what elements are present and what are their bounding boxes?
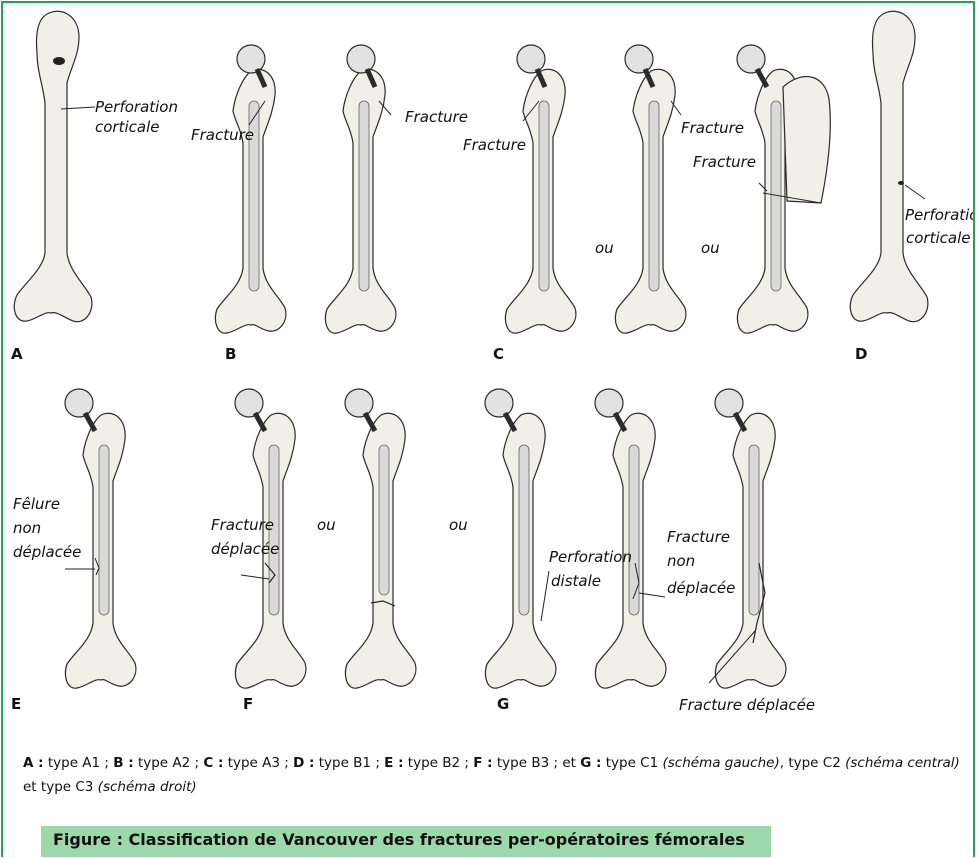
bone-c-right — [737, 45, 830, 333]
legend-b-key: B : — [113, 755, 133, 771]
bone-f-right — [345, 389, 416, 688]
annot-fg-ou: ou — [449, 516, 468, 534]
annot-g-fracture-2: non — [667, 552, 695, 570]
legend-a-val: type A1 — [48, 755, 100, 771]
figure-title-box: Figure : Classification de Vancouver des… — [41, 826, 771, 857]
legend-g-val1: type C1 — [606, 755, 658, 771]
legend-et: et — [562, 755, 576, 771]
annot-g-perforation-1: Perforation — [549, 548, 632, 566]
legend-g-key: G : — [580, 755, 601, 771]
panel-label-g: G — [497, 695, 509, 713]
legend-g-val2: type C2 — [788, 755, 840, 771]
annot-e-felure-1: Fêlure — [13, 495, 60, 513]
annot-c-ou-2: ou — [701, 239, 720, 257]
bone-b-left — [215, 45, 285, 333]
annot-d-perforation-1: Perforation — [905, 206, 975, 224]
legend-c-key: C : — [203, 755, 223, 771]
legend-b-val: type A2 — [138, 755, 190, 771]
bone-g-left — [485, 389, 556, 688]
legend-g-note2: (schéma central) — [845, 755, 960, 771]
legend-g-val3: type C3 — [41, 779, 93, 795]
legend-d-key: D : — [293, 755, 314, 771]
legend-g-note1: (schéma gauche) — [662, 755, 779, 771]
legend-f-val: type B3 — [497, 755, 549, 771]
bone-e — [65, 389, 136, 688]
annot-g-fracture-deplacee: Fracture déplacée — [679, 696, 815, 714]
annot-c-fracture-1: Fracture — [463, 136, 526, 154]
legend-f-key: F : — [473, 755, 492, 771]
bone-b-right — [325, 45, 395, 333]
bone-a — [14, 11, 92, 321]
annot-b-fracture-right: Fracture — [405, 108, 468, 126]
annot-g-fracture-1: Fracture — [667, 528, 730, 546]
annot-g-perforation-2: distale — [551, 572, 601, 590]
bone-c-left — [505, 45, 575, 333]
annot-a-perforation-2: corticale — [95, 118, 159, 136]
legend-c-val: type A3 — [228, 755, 280, 771]
bone-f-left — [235, 389, 306, 688]
panel-label-e: E — [11, 695, 21, 713]
legend-e-val: type B2 — [408, 755, 460, 771]
legend-caption: A : type A1 ; B : type A2 ; C : type A3 … — [23, 751, 963, 799]
legend-g-and: et — [23, 779, 37, 795]
legend-d-val: type B1 — [319, 755, 371, 771]
figure-title: Figure : Classification de Vancouver des… — [53, 830, 745, 849]
annot-c-ou-1: ou — [595, 239, 614, 257]
legend-e-key: E : — [384, 755, 403, 771]
panel-label-c: C — [493, 345, 504, 363]
bone-g-middle — [595, 389, 666, 688]
annot-f-fracture-2: déplacée — [211, 540, 279, 558]
panel-label-d: D — [855, 345, 867, 363]
annot-e-felure-3: déplacée — [13, 543, 81, 561]
panel-label-b: B — [225, 345, 236, 363]
annot-f-ou: ou — [317, 516, 336, 534]
panel-label-f: F — [243, 695, 253, 713]
bone-c-middle — [615, 45, 685, 333]
annot-b-fracture-left: Fracture — [191, 126, 254, 144]
femur-diagram: Perforation corticale Fracture Fracture … — [3, 3, 975, 748]
bone-d — [850, 11, 928, 321]
legend-a-key: A : — [23, 755, 44, 771]
annot-e-felure-2: non — [13, 519, 41, 537]
legend-g-note3: (schéma droit) — [98, 779, 197, 795]
annot-c-fracture-3: Fracture — [693, 153, 756, 171]
annot-f-fracture-1: Fracture — [211, 516, 274, 534]
annot-d-perforation-2: corticale — [906, 229, 970, 247]
panel-label-a: A — [11, 345, 23, 363]
annot-c-fracture-2: Fracture — [681, 119, 744, 137]
annot-g-fracture-3: déplacée — [667, 579, 735, 597]
annot-a-perforation-1: Perforation — [95, 98, 178, 116]
